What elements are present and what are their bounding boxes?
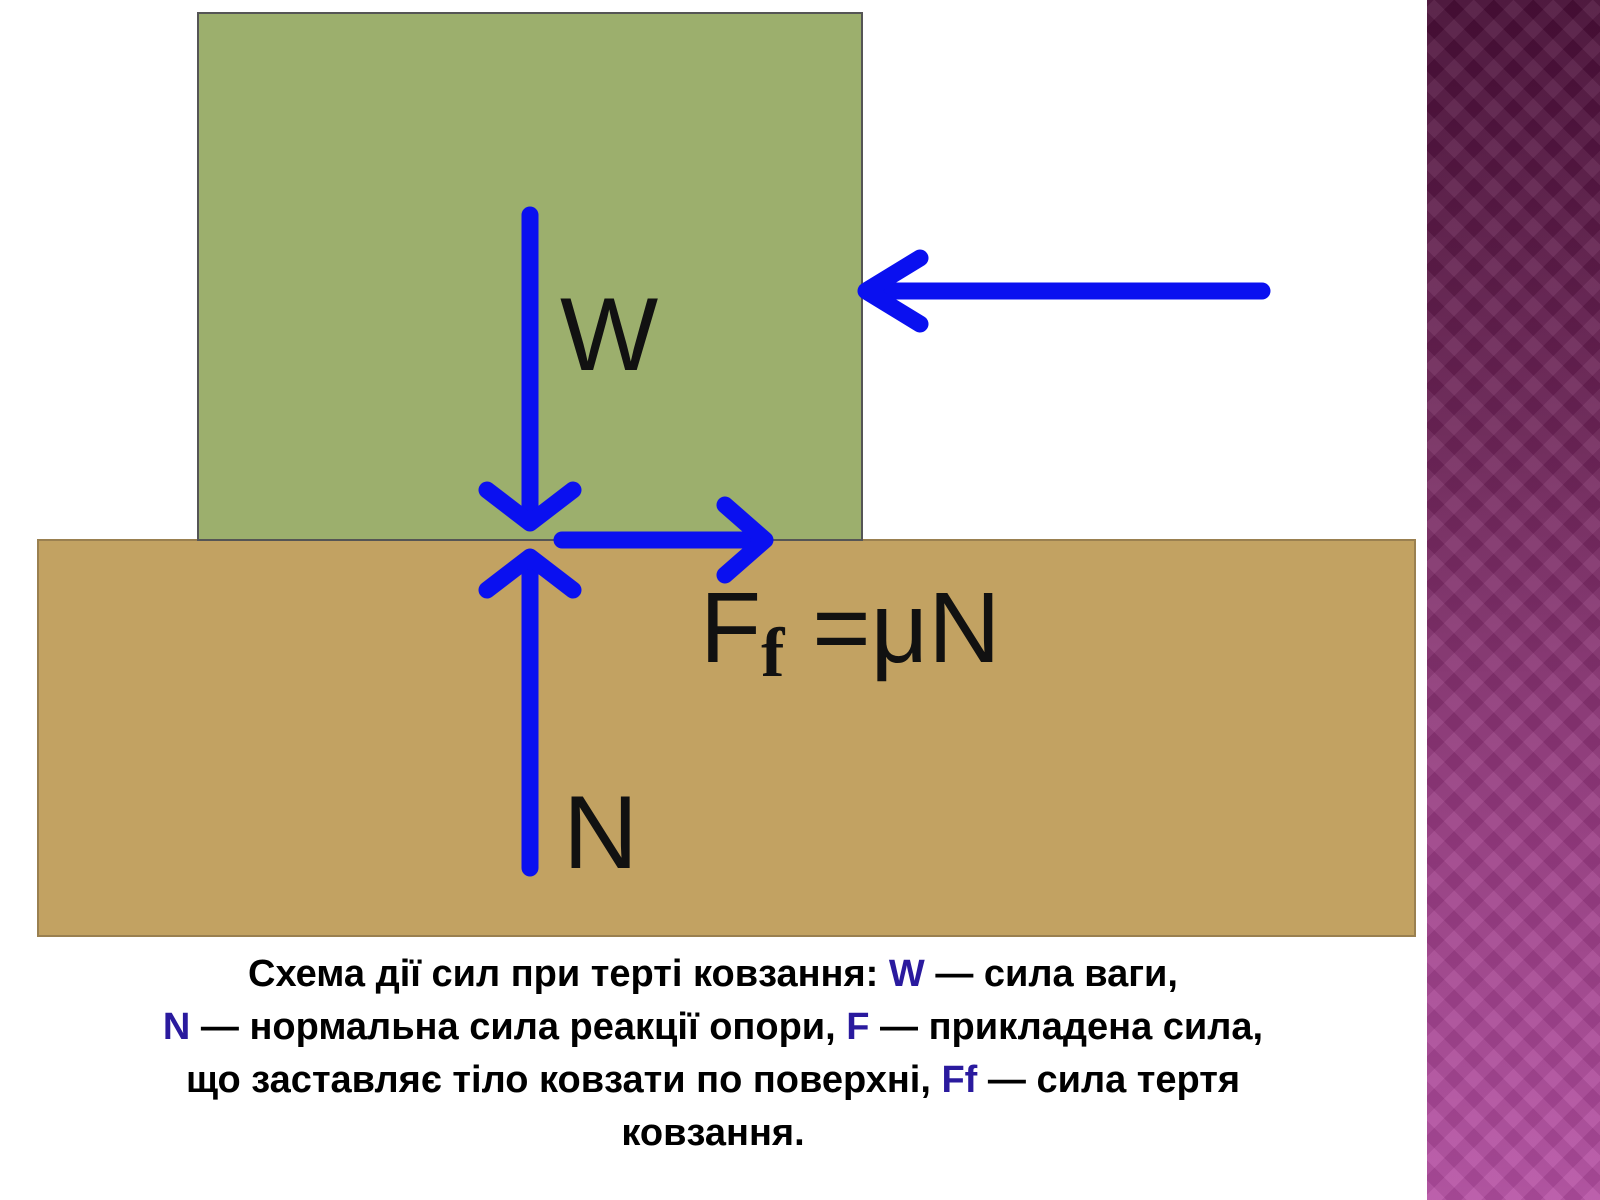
- normal-label: N: [563, 775, 638, 891]
- friction-formula: Ff =μN: [700, 572, 1000, 692]
- caption-symbol-n: N: [162, 1006, 191, 1048]
- friction-force-arrow: [553, 496, 774, 584]
- weight-force-arrow: [478, 206, 582, 532]
- side-divider: [1422, 0, 1427, 1200]
- caption-line-2: N — нормальна сила реакції опори, F — пр…: [38, 1001, 1388, 1054]
- caption-text: — прикладена сила,: [869, 1006, 1264, 1048]
- ground-surface: [37, 539, 1416, 937]
- caption-line-3: що заставляє тіло ковзати по поверхні, F…: [38, 1054, 1388, 1107]
- diagram-caption: Схема дії сил при терті ковзання: W — си…: [38, 948, 1388, 1160]
- friction-formula-rest: =μN: [784, 572, 1000, 684]
- caption-text: Схема дії сил при терті ковзання:: [248, 953, 889, 995]
- caption-text: ковзання.: [621, 1112, 805, 1154]
- caption-line-4: ковзання.: [38, 1107, 1388, 1160]
- caption-text: — сила ваги,: [924, 953, 1178, 995]
- applied-force-arrow: [857, 249, 1271, 333]
- friction-formula-main: F: [700, 572, 761, 684]
- normal-force-arrow: [478, 548, 582, 877]
- caption-text: що заставляє тіло ковзати по поверхні,: [185, 1059, 942, 1101]
- friction-formula-subscript: f: [761, 615, 785, 692]
- decorative-side-band: [1427, 0, 1600, 1200]
- weight-label: W: [560, 277, 658, 393]
- caption-symbol-f: F: [846, 1006, 870, 1048]
- caption-symbol-ff: Ff: [941, 1059, 978, 1101]
- caption-line-1: Схема дії сил при терті ковзання: W — си…: [38, 948, 1388, 1001]
- caption-text: — нормальна сила реакції опори,: [190, 1006, 847, 1048]
- caption-symbol-w: W: [888, 953, 925, 995]
- friction-diagram: W N Ff =μN: [37, 12, 1416, 937]
- caption-text: — сила тертя: [977, 1059, 1241, 1101]
